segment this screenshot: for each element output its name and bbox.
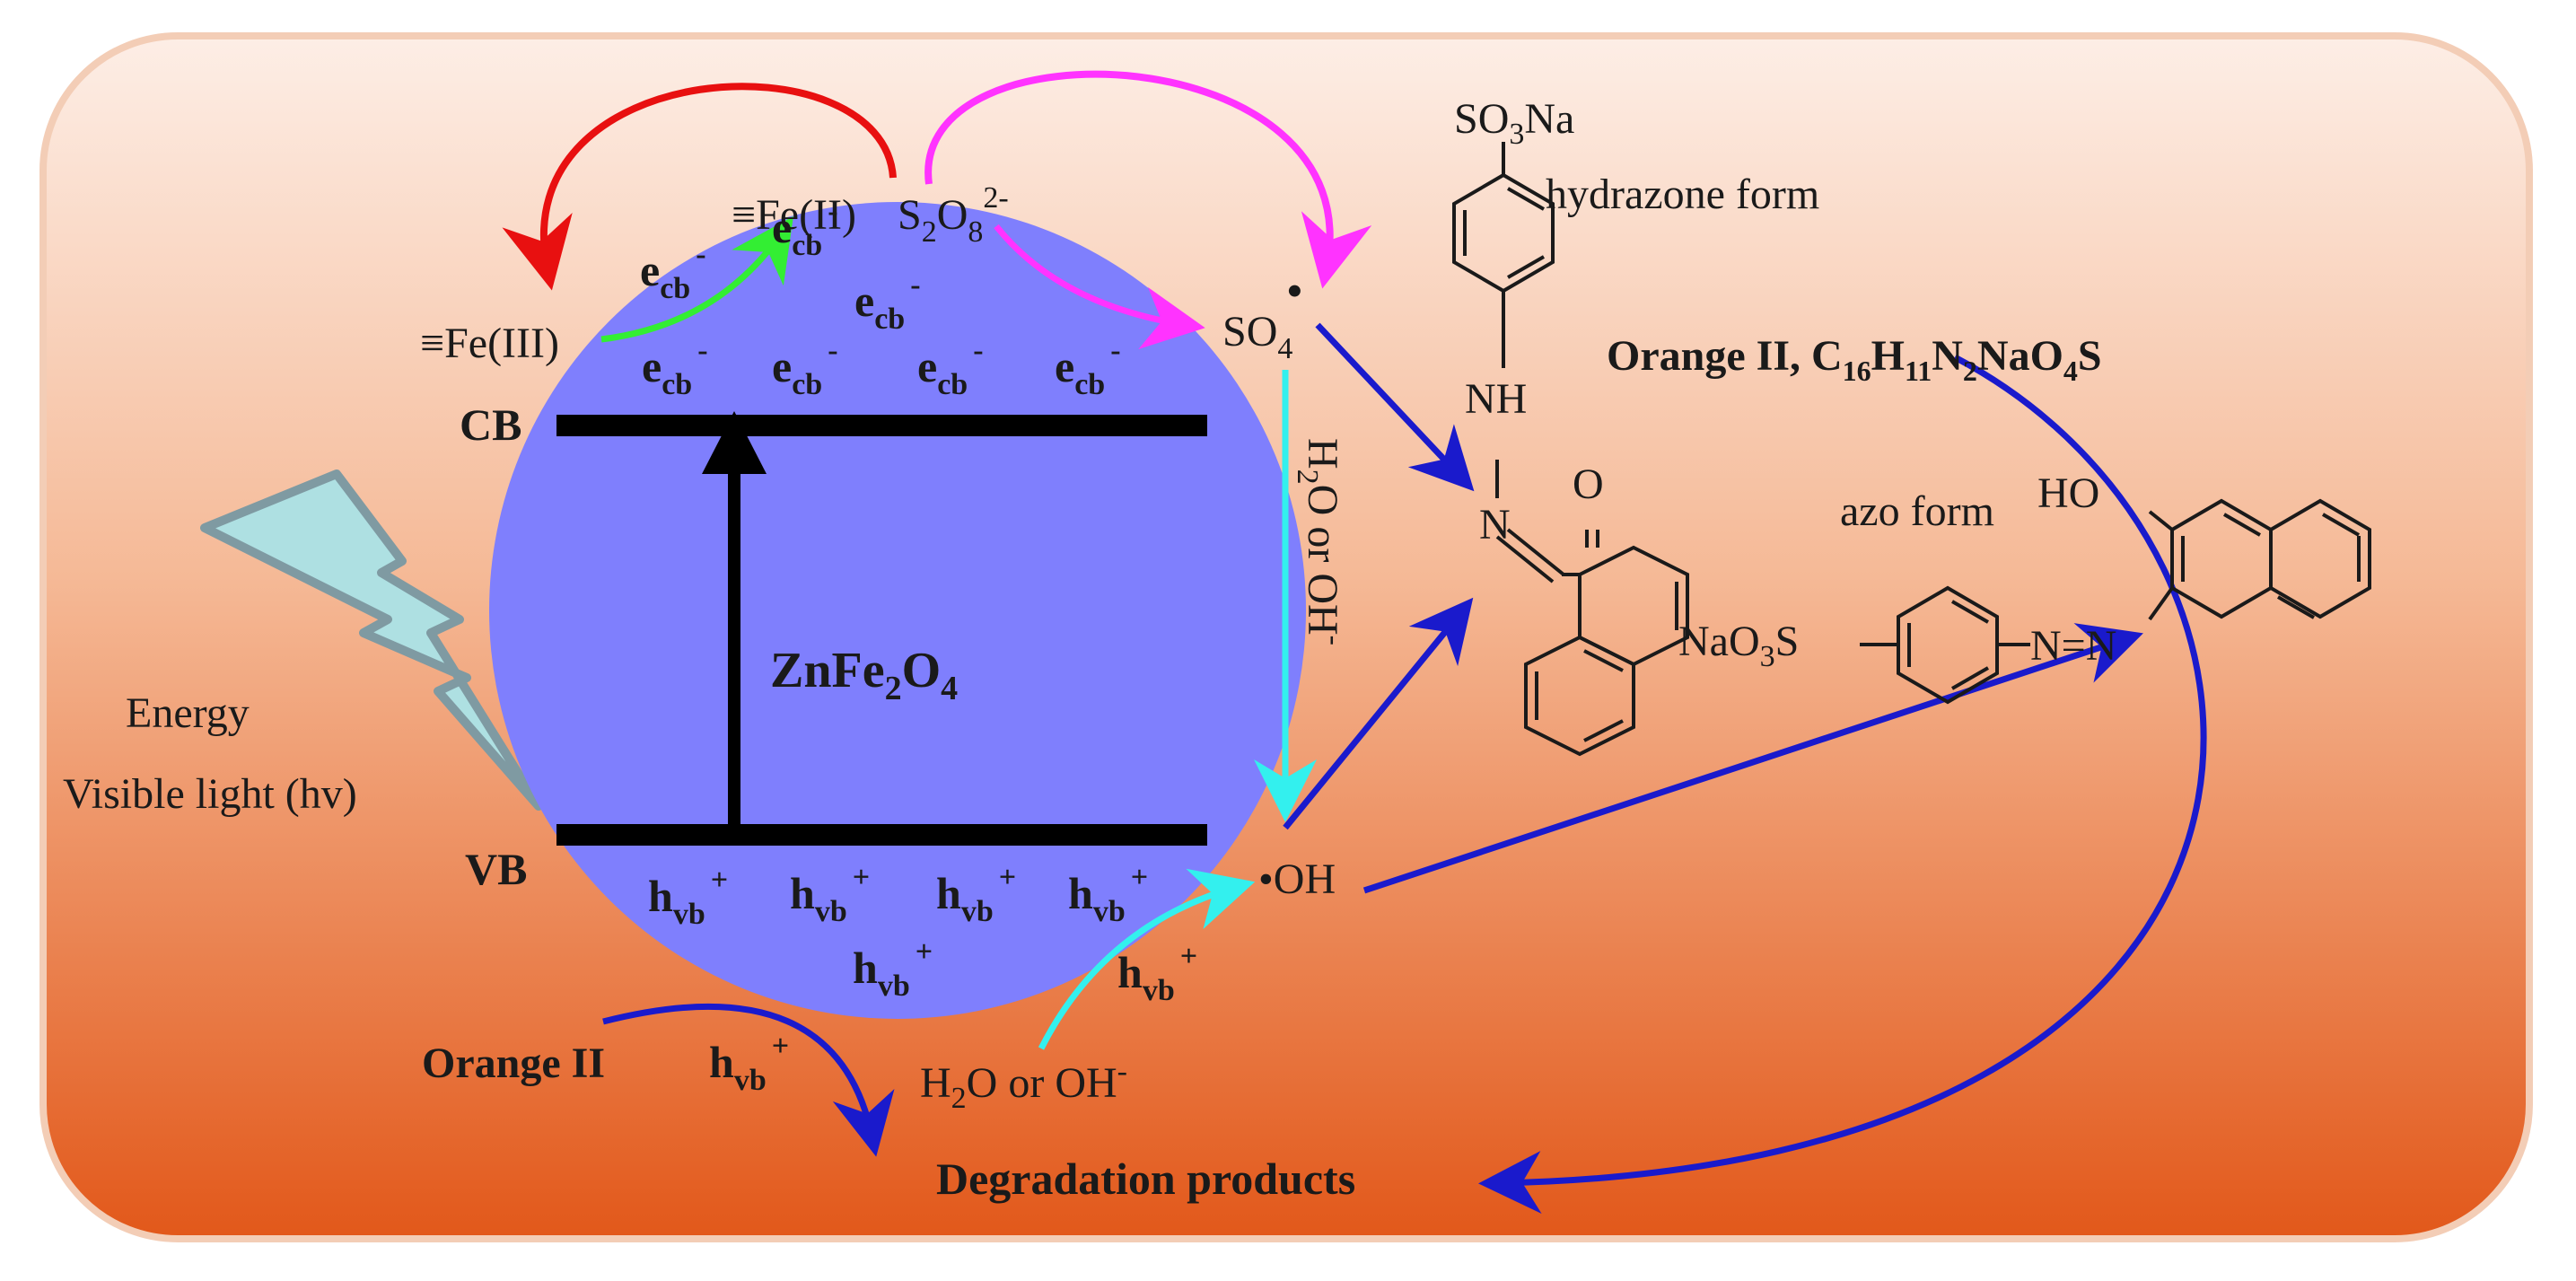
hole-label: hvb+	[1068, 861, 1148, 928]
label-sulfate-radical: SO4	[1222, 308, 1292, 365]
hydroxyl-attack-hydrazone-arrow	[1283, 597, 1474, 830]
label-orange-formula: Orange II, C16H11N2NaO4S	[1607, 332, 2102, 387]
fe-reduction-arrow	[600, 215, 793, 343]
label-catalyst: ZnFe2O4	[770, 643, 958, 707]
label-n-hydrazone: N	[1479, 501, 1511, 548]
electron-label: ecb-	[642, 334, 708, 401]
azo-structure	[1860, 498, 2371, 705]
hole-oxidation-arrow	[602, 1003, 895, 1157]
hole-label: hvb+	[1117, 940, 1197, 1007]
label-energy: Energy	[126, 689, 250, 737]
electron-labels: ecb-ecb-ecb-ecb-ecb-ecb-ecb-	[640, 195, 1121, 401]
label-water-bottom: H2O or OH-	[920, 1055, 1127, 1115]
hole-label: hvb+	[853, 935, 933, 1003]
electron-label: ecb-	[854, 268, 921, 336]
label-so3na: SO3Na	[1454, 95, 1574, 151]
hole-label: hvb+	[936, 861, 1016, 928]
sulfate-radical-dot: •	[1287, 268, 1302, 315]
label-fe3: ≡Fe(III)	[420, 320, 559, 367]
water-oxidation-arrow	[1038, 868, 1256, 1050]
electron-label: ecb-	[772, 195, 838, 262]
persulfate-reduction-arrow	[994, 224, 1205, 350]
catalyst-particle	[489, 202, 1306, 1019]
hole-labels: hvb+hvb+hvb+hvb+hvb+hvb+hvb+	[648, 861, 1197, 1097]
electron-label: ecb-	[917, 334, 984, 401]
label-vb: VB	[465, 844, 527, 894]
label-o-hydrazone: O	[1573, 461, 1604, 508]
label-visible-light: Visible light (hv)	[63, 770, 357, 818]
label-orange-ii: Orange II	[422, 1040, 605, 1087]
persulfate-activation-arrow	[924, 70, 1372, 289]
label-azo-form: azo form	[1840, 487, 1994, 535]
label-fe2: ≡Fe(II)	[732, 191, 856, 239]
lightning-icon	[200, 469, 543, 811]
sulfate-radical-attack-arrow	[1315, 322, 1475, 492]
hole-label: hvb+	[790, 861, 870, 928]
hydrazone-structure	[1452, 142, 1689, 757]
label-persulfate: S2O82-	[898, 181, 1009, 249]
label-ho: HO	[2037, 469, 2099, 517]
hydroxyl-attack-azo-arrow	[1362, 623, 2143, 894]
label-cb: CB	[460, 399, 521, 450]
orange-to-products-arrow	[1478, 354, 2207, 1215]
conduction-band-line	[556, 415, 1207, 436]
hole-label: hvb+	[648, 864, 728, 931]
hole-label: hvb+	[709, 1030, 789, 1097]
label-degradation-products: Degradation products	[936, 1154, 1355, 1204]
label-naos: NaO3S	[1678, 618, 1799, 673]
electron-label: ecb-	[772, 334, 838, 401]
valence-band-line	[556, 824, 1207, 846]
label-azo-bond: N=N	[2030, 622, 2116, 670]
label-hydrazone-form: hydrazone form	[1546, 171, 1819, 218]
label-water-vertical: H2O or OH-	[1291, 438, 1351, 645]
label-nh: NH	[1465, 375, 1527, 423]
excitation-arrowhead	[702, 411, 767, 474]
electron-label: ecb-	[640, 238, 706, 305]
electron-label: ecb-	[1055, 334, 1121, 401]
fe-regeneration-arrow	[502, 83, 897, 291]
label-hydroxyl-radical: •OH	[1258, 855, 1336, 903]
